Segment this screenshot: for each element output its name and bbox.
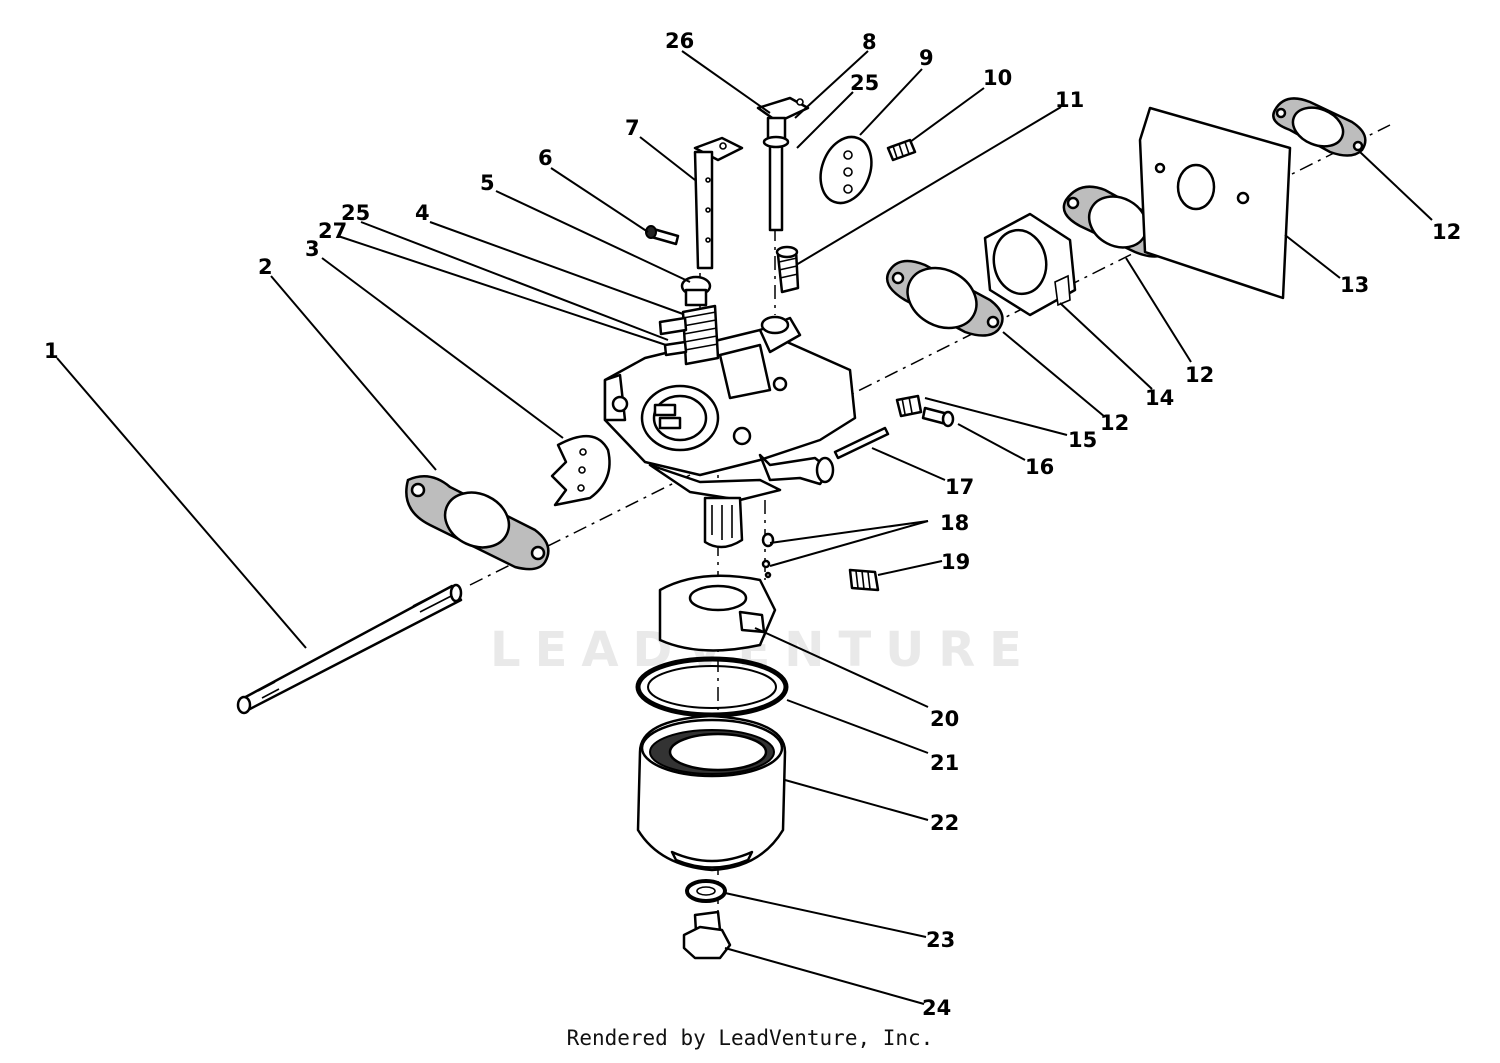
part-choke-plate	[819, 135, 873, 205]
part-choke-shaft	[756, 96, 810, 232]
callout-1: 1	[44, 339, 59, 363]
callout-5: 5	[480, 171, 495, 195]
part-screw-16	[921, 406, 955, 428]
footer-credit: Rendered by LeadVenture, Inc.	[566, 1026, 934, 1050]
callout-18: 18	[940, 511, 969, 535]
part-float-bowl	[636, 714, 787, 872]
callout-15: 15	[1068, 428, 1097, 452]
part-throttle-shaft	[693, 136, 744, 270]
callout-19: 19	[941, 550, 970, 574]
callout-12-center: 12	[1100, 411, 1129, 435]
callout-24: 24	[922, 996, 951, 1020]
part-stud	[236, 583, 463, 715]
part-idle-screw	[775, 245, 800, 294]
part-gasket-12a	[885, 259, 1004, 337]
callout-6: 6	[538, 146, 553, 170]
part-spring-assembly	[658, 304, 720, 366]
callout-25-left: 25	[341, 201, 370, 225]
callout-4: 4	[415, 201, 430, 225]
callout-12-far-right: 12	[1432, 220, 1461, 244]
callout-8: 8	[862, 30, 877, 54]
callout-7: 7	[625, 116, 640, 140]
callout-16: 16	[1025, 455, 1054, 479]
callout-9: 9	[919, 46, 934, 70]
callout-17: 17	[945, 475, 974, 499]
part-spacer	[983, 212, 1077, 317]
part-washer-23	[685, 879, 727, 903]
part-screw-6	[645, 225, 680, 246]
leader-lines	[56, 50, 1433, 1005]
callout-20: 20	[930, 707, 959, 731]
part-pin	[833, 426, 890, 460]
part-bolt-19	[848, 568, 880, 592]
callout-23: 23	[926, 928, 955, 952]
callout-11: 11	[1055, 88, 1084, 112]
callout-14: 14	[1145, 386, 1174, 410]
callout-27: 27	[318, 219, 347, 243]
part-screw-10	[886, 138, 917, 162]
callout-2: 2	[258, 255, 273, 279]
callout-12-right: 12	[1185, 363, 1214, 387]
part-carburetor-body	[603, 315, 857, 549]
part-gasket-2	[405, 475, 550, 571]
callout-10: 10	[983, 66, 1012, 90]
part-float	[658, 574, 777, 652]
callout-25-top: 25	[850, 71, 879, 95]
callout-21: 21	[930, 751, 959, 775]
callout-26: 26	[665, 29, 694, 53]
part-throttle-plate	[550, 435, 611, 507]
part-nut	[682, 910, 732, 960]
part-plate	[1138, 106, 1292, 300]
part-screw-15	[895, 394, 923, 418]
callout-13: 13	[1340, 273, 1369, 297]
callout-22: 22	[930, 811, 959, 835]
part-gasket-12c	[1272, 97, 1367, 157]
callout-3: 3	[305, 237, 320, 261]
callout-labels: 1 2 3 4 5 6 7 8 9 10 11 12 12 12 12 13 1…	[44, 29, 1461, 1020]
